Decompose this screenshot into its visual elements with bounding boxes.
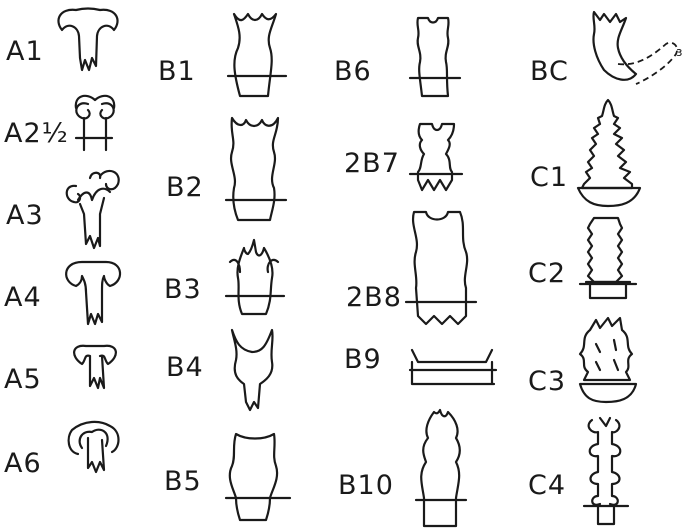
shape-b1	[232, 12, 278, 98]
shape-b8	[412, 210, 469, 326]
label-b6: B6	[334, 56, 372, 87]
bowl-c1	[576, 186, 642, 208]
label-bc: BC	[530, 56, 569, 87]
shape-c1	[580, 98, 634, 190]
shape-bc-tail-mark: ɜ	[676, 45, 682, 59]
label-b9: B9	[344, 344, 382, 375]
shape-c2	[586, 216, 624, 284]
shape-b3	[228, 238, 280, 316]
label-b1: B1	[158, 56, 196, 87]
label-b7: 2B7	[344, 148, 400, 179]
label-a6: A6	[4, 448, 42, 479]
bowl-c2	[578, 280, 638, 300]
bowl-c3	[578, 382, 638, 404]
shape-c3	[578, 316, 634, 382]
shape-a3	[65, 169, 120, 250]
shape-a5	[73, 344, 117, 390]
label-a2: A2½	[4, 118, 69, 149]
shape-b9	[408, 348, 498, 386]
label-a4: A4	[4, 282, 42, 313]
shape-b4	[230, 328, 274, 412]
label-c4: C4	[528, 470, 566, 501]
label-b10: B10	[338, 470, 394, 501]
shape-bc-tail	[617, 41, 678, 85]
shape-b7	[416, 122, 456, 192]
shape-c4	[587, 416, 622, 506]
shape-b2	[230, 116, 280, 222]
label-b2: B2	[166, 172, 204, 203]
shape-b10	[420, 408, 461, 528]
label-c3: C3	[528, 366, 566, 397]
shape-bc	[592, 10, 638, 81]
label-a5: A5	[4, 364, 42, 395]
shape-a1	[57, 7, 119, 72]
shape-a2	[74, 94, 116, 152]
label-b3: B3	[164, 274, 202, 305]
label-b5: B5	[164, 466, 202, 497]
label-b8: 2B8	[346, 282, 402, 313]
shape-b6	[416, 16, 450, 98]
label-c1: C1	[530, 162, 568, 193]
label-a3: A3	[6, 200, 44, 231]
label-c2: C2	[528, 258, 566, 289]
shape-a6	[67, 420, 120, 474]
label-b4: B4	[166, 352, 204, 383]
base-c4	[582, 504, 630, 526]
label-a1: A1	[6, 36, 44, 67]
shape-a4	[65, 260, 122, 326]
shape-b5	[228, 432, 279, 522]
